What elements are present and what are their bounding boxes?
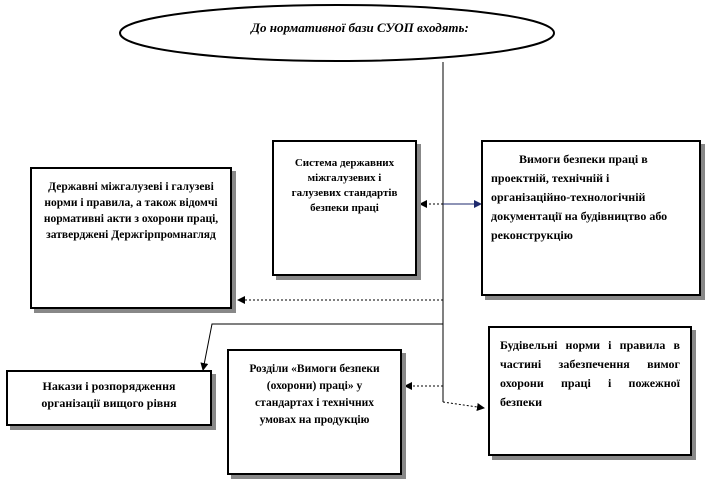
box-standards-system: Система державних міжгалузевих і галузев… xyxy=(272,140,417,276)
arrow-to-building-norms xyxy=(442,401,485,411)
box-building-norms-text: Будівельні норми і правила в частині заб… xyxy=(500,338,680,409)
box-standard-sections-text: Розділи «Вимоги безпеки (охорони) праці»… xyxy=(249,363,380,426)
title-ellipse xyxy=(119,4,555,62)
box-design-requirements: Вимоги безпеки праці в проектній, техніч… xyxy=(481,140,701,296)
box-state-norms-text: Державні міжгалузеві і галузеві норми і … xyxy=(43,181,219,241)
box-standards-system-text: Система державних міжгалузевих і галузев… xyxy=(291,157,398,214)
box-design-requirements-text: Вимоги безпеки праці в проектній, техніч… xyxy=(491,152,668,242)
diagram-title: До нормативної бази СУОП входять: xyxy=(251,20,469,35)
box-standard-sections: Розділи «Вимоги безпеки (охорони) праці»… xyxy=(227,349,402,475)
box-orders: Накази і розпорядження організації вищог… xyxy=(6,370,212,426)
arrow-to-orders xyxy=(200,323,443,371)
box-orders-text: Накази і розпорядження організації вищог… xyxy=(41,379,177,410)
box-state-norms: Державні міжгалузеві і галузеві норми і … xyxy=(30,167,232,309)
box-building-norms: Будівельні норми і правила в частині заб… xyxy=(488,326,692,456)
